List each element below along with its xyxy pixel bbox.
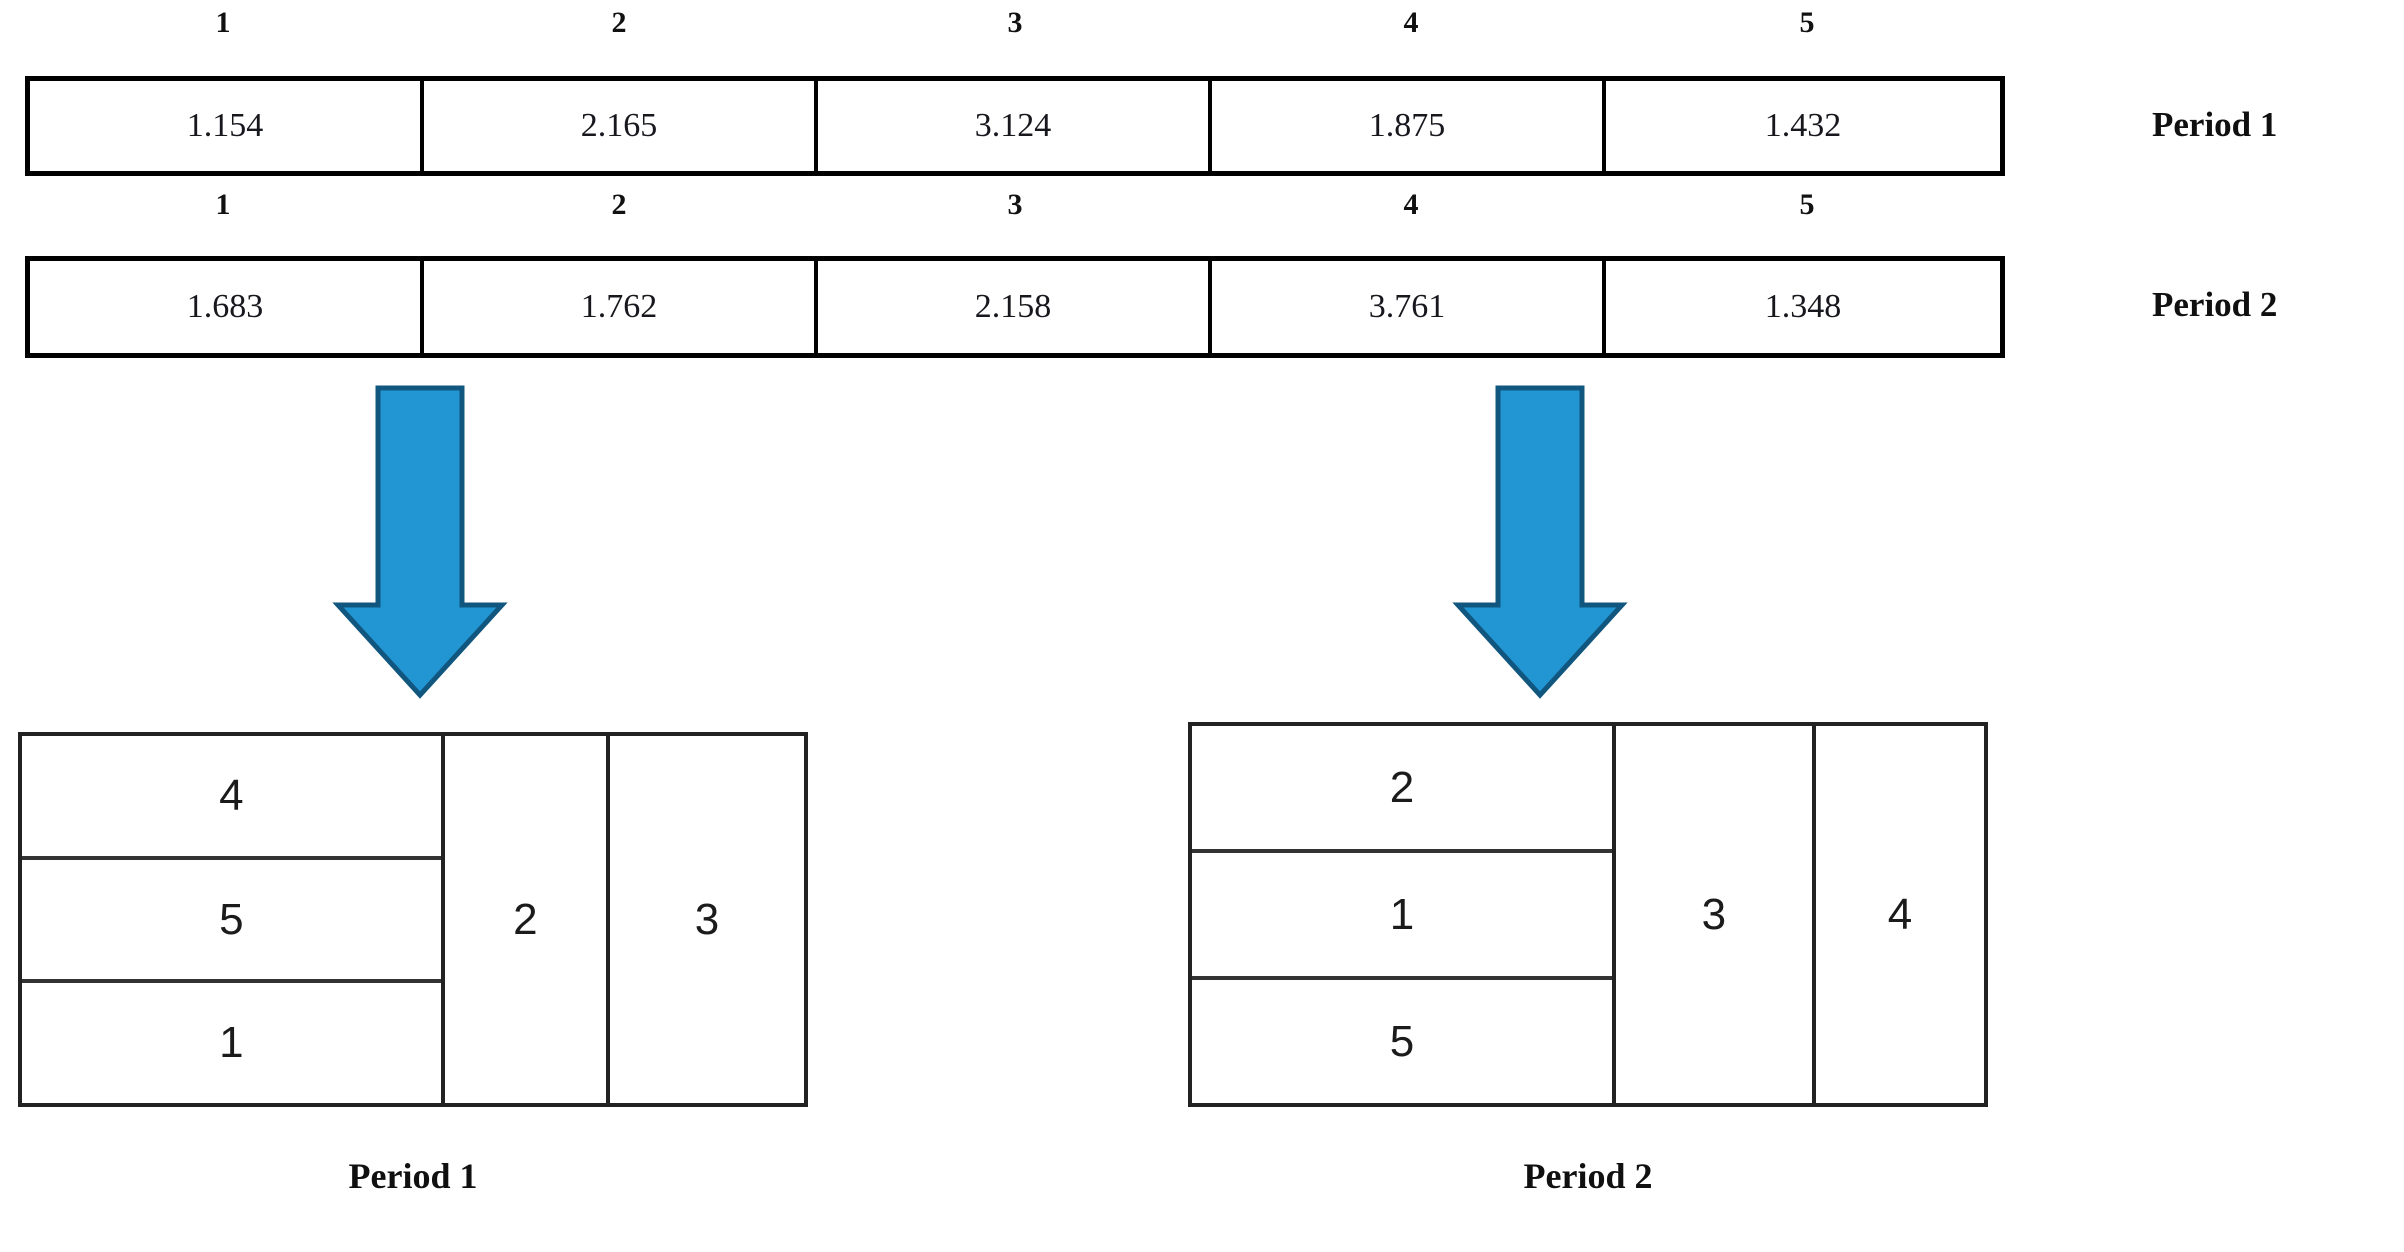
schedule-machine-column: 3 [610,736,804,1103]
job-slot: 4 [22,736,441,860]
column-header: 2 [611,188,627,221]
job-slot: 1 [1192,853,1612,980]
column-header: 5 [1799,6,1815,39]
schedule-period-1: 4 5 1 2 3 [18,732,808,1107]
period-1-column-headers: 1 2 3 4 5 [25,8,2005,38]
column-header: 1 [215,6,231,39]
schedule-machine-column: 4 [1815,726,1984,1103]
processing-time-cell: 1.348 [1606,261,2000,353]
processing-time-cell: 3.124 [818,81,1212,171]
job-slot: 5 [1389,1016,1415,1066]
processing-time-cell: 3.761 [1212,261,1606,353]
processing-time-cell: 1.762 [424,261,818,353]
schedule-period-2-caption: Period 2 [1523,1156,1653,1196]
down-arrow-icon [1452,385,1628,699]
processing-time-cell: 1.875 [1212,81,1606,171]
schedule-machine-column: 2 [444,736,610,1103]
schedule-machine-column: 2 1 5 [1192,726,1616,1103]
period-1-processing-times: 1.154 2.165 3.124 1.875 1.432 [25,76,2005,176]
schedule-machine-column: 3 [1615,726,1816,1103]
arrow-period-1 [330,380,510,705]
processing-time-cell: 1.432 [1606,81,2000,171]
period-2-column-headers: 1 2 3 4 5 [25,190,2005,220]
period-2-processing-times: 1.683 1.762 2.158 3.761 1.348 [25,256,2005,358]
column-header: 3 [1007,188,1023,221]
arrow-period-2 [1450,380,1630,705]
processing-time-cell: 2.158 [818,261,1212,353]
processing-time-cell: 2.165 [424,81,818,171]
processing-time-cell: 1.154 [30,81,424,171]
period-1-label: Period 1 [2152,105,2278,144]
column-header: 1 [215,188,231,221]
column-header: 4 [1403,188,1419,221]
schedule-period-1-caption: Period 1 [348,1156,478,1196]
processing-time-cell: 1.683 [30,261,424,353]
column-header: 4 [1403,6,1419,39]
column-header: 2 [611,6,627,39]
column-header: 5 [1799,188,1815,221]
schedule-period-2: 2 1 5 3 4 [1188,722,1988,1107]
job-slot: 1 [219,1018,244,1068]
column-header: 3 [1007,6,1023,39]
job-slot: 2 [1192,726,1612,853]
period-2-label: Period 2 [2152,285,2278,324]
schedule-machine-column: 4 5 1 [22,736,445,1103]
down-arrow-icon [332,385,508,699]
job-slot: 5 [22,860,441,984]
